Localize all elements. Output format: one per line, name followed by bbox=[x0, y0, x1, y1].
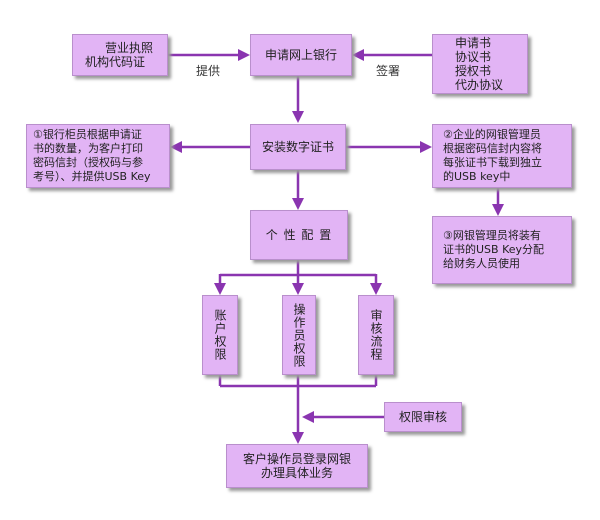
node-business-license: 营业执照 机构代码证 bbox=[72, 34, 168, 76]
node-operator-permission-label: 操作员权限 bbox=[292, 302, 306, 368]
edge-label-sign: 签署 bbox=[376, 64, 401, 78]
node-enterprise-admin-line-1: ②企业的网银管理员 bbox=[443, 128, 541, 141]
node-business-license-line-1: 营业执照 bbox=[105, 41, 154, 55]
node-documents-line-1: 申请书 bbox=[455, 36, 492, 50]
node-bank-teller: ①银行柜员根据申请证 书的数量，为客户打印 密码信封（授权码与参 考号）、并提供… bbox=[26, 124, 170, 188]
node-install-cert-label: 安装数字证书 bbox=[261, 140, 334, 154]
node-distribute-key-line-1: ③网银管理员将装有 bbox=[443, 229, 541, 242]
node-bank-teller-line-1: ①银行柜员根据申请证 bbox=[33, 128, 142, 141]
node-enterprise-admin-line-4: 的USB key中 bbox=[443, 170, 511, 183]
node-documents-line-2: 协议书 bbox=[455, 50, 492, 64]
node-bank-teller-line-3: 密码信封（授权码与参 bbox=[33, 156, 143, 169]
node-permission-review-label: 权限审核 bbox=[398, 410, 447, 424]
node-bank-teller-line-4: 考号）、并提供USB Key bbox=[33, 170, 151, 183]
node-operator-permission: 操作员权限 bbox=[282, 295, 316, 375]
node-install-cert: 安装数字证书 bbox=[250, 124, 346, 170]
node-apply-online-bank: 申请网上银行 bbox=[250, 34, 352, 76]
node-enterprise-admin: ②企业的网银管理员 根据密码信封内容将 每张证书下载到独立 的USB key中 bbox=[432, 124, 572, 188]
node-customer-login: 客户操作员登录网银 办理具体业务 bbox=[226, 444, 368, 488]
node-account-permission: 账户权限 bbox=[202, 295, 238, 375]
node-customer-login-line-2: 办理具体业务 bbox=[260, 466, 333, 480]
node-personal-config-label: 个 性 配 置 bbox=[265, 228, 333, 242]
node-documents: 申请书 协议书 授权书 代办协议 bbox=[432, 34, 528, 94]
node-personal-config: 个 性 配 置 bbox=[250, 210, 348, 260]
node-distribute-key-line-2: 证书的USB Key分配 bbox=[443, 243, 545, 256]
node-documents-line-3: 授权书 bbox=[455, 64, 492, 78]
node-enterprise-admin-line-3: 每张证书下载到独立 bbox=[443, 156, 542, 169]
node-bank-teller-line-2: 书的数量，为客户打印 bbox=[33, 142, 143, 155]
edge-label-provide: 提供 bbox=[196, 64, 221, 78]
node-account-permission-label: 账户权限 bbox=[213, 309, 227, 361]
node-review-process-label: 审核流程 bbox=[369, 309, 383, 361]
node-documents-line-4: 代办协议 bbox=[455, 78, 504, 92]
node-distribute-key-line-3: 给财务人员使用 bbox=[443, 257, 520, 270]
node-distribute-key: ③网银管理员将装有 证书的USB Key分配 给财务人员使用 bbox=[432, 216, 572, 284]
node-permission-review: 权限审核 bbox=[384, 402, 462, 432]
node-review-process: 审核流程 bbox=[358, 295, 394, 375]
node-business-license-line-2: 机构代码证 bbox=[85, 55, 146, 69]
node-apply-online-bank-label: 申请网上银行 bbox=[264, 48, 337, 62]
node-customer-login-line-1: 客户操作员登录网银 bbox=[242, 452, 351, 466]
node-enterprise-admin-line-2: 根据密码信封内容将 bbox=[443, 142, 542, 155]
